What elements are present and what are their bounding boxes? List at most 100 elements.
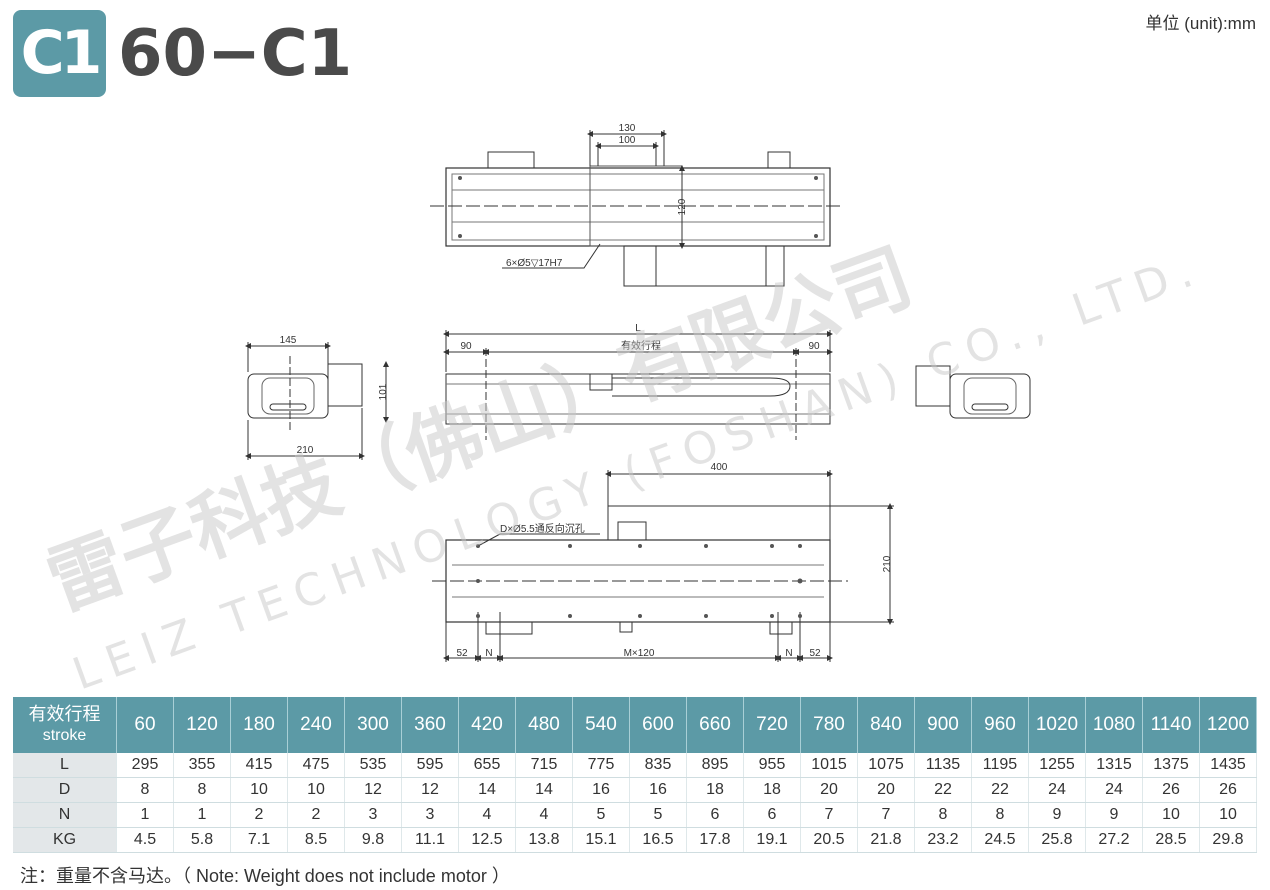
table-cell: 2 — [287, 802, 345, 828]
stroke-value: 1080 — [1085, 697, 1143, 753]
table-cell: 7 — [857, 802, 915, 828]
unit-label: 单位 (unit):mm — [1145, 14, 1257, 33]
table-cell: 6 — [743, 802, 801, 828]
dim-90-left: 90 — [460, 341, 472, 352]
table-cell: 655 — [458, 753, 516, 778]
dim-145: 145 — [280, 335, 297, 346]
dim-52-left: 52 — [456, 648, 468, 659]
table-cell: 24 — [1028, 777, 1086, 803]
table-cell: 415 — [230, 753, 288, 778]
table-cell: 8.5 — [287, 827, 345, 853]
table-cell: 7 — [800, 802, 858, 828]
table-cell: 14 — [458, 777, 516, 803]
dim-52-right: 52 — [809, 648, 821, 659]
hole-note: 6×Ø5▽17H7 — [506, 258, 563, 269]
table-cell: 3 — [344, 802, 402, 828]
stroke-value: 120 — [173, 697, 231, 753]
table-cell: 1015 — [800, 753, 858, 778]
stroke-value: 300 — [344, 697, 402, 753]
row-label: N — [13, 802, 117, 828]
table-cell: 835 — [629, 753, 687, 778]
table-cell: 20 — [800, 777, 858, 803]
table-cell: 7.1 — [230, 827, 288, 853]
table-cell: 10 — [287, 777, 345, 803]
table-cell: 19.1 — [743, 827, 801, 853]
stroke-value: 780 — [800, 697, 858, 753]
stroke-value: 660 — [686, 697, 744, 753]
stroke-value: 840 — [857, 697, 915, 753]
table-cell: 27.2 — [1085, 827, 1143, 853]
table-cell: 8 — [116, 777, 174, 803]
row-label: L — [13, 753, 117, 778]
table-cell: 25.8 — [1028, 827, 1086, 853]
table-cell: 5 — [629, 802, 687, 828]
table-cell: 23.2 — [914, 827, 972, 853]
table-cell: 24.5 — [971, 827, 1029, 853]
table-cell: 21.8 — [857, 827, 915, 853]
table-cell: 12 — [401, 777, 459, 803]
table-cell: 12 — [344, 777, 402, 803]
dim-120: 120 — [677, 198, 688, 215]
table-cell: 9 — [1085, 802, 1143, 828]
bottom-hole-note: D×Ø5.5通反向沉孔 — [500, 522, 585, 535]
table-cell: 15.1 — [572, 827, 630, 853]
table-cell: 1255 — [1028, 753, 1086, 778]
table-cell: 775 — [572, 753, 630, 778]
stroke-value: 60 — [116, 697, 174, 753]
table-cell: 715 — [515, 753, 573, 778]
table-cell: 8 — [971, 802, 1029, 828]
dim-N-right: N — [785, 648, 792, 659]
table-cell: 895 — [686, 753, 744, 778]
stroke-value: 960 — [971, 697, 1029, 753]
dim-100: 100 — [619, 135, 636, 146]
table-cell: 9.8 — [344, 827, 402, 853]
dim-210-side: 210 — [297, 445, 314, 456]
stroke-header-cn: 有效行程 — [28, 704, 101, 724]
stroke-value: 180 — [230, 697, 288, 753]
stroke-value: 240 — [287, 697, 345, 753]
table-cell: 22 — [914, 777, 972, 803]
table-cell: 1135 — [914, 753, 972, 778]
table-cell: 355 — [173, 753, 231, 778]
stroke-value: 360 — [401, 697, 459, 753]
table-cell: 29.8 — [1199, 827, 1257, 853]
table-cell: 2 — [230, 802, 288, 828]
table-cell: 475 — [287, 753, 345, 778]
table-cell: 13.8 — [515, 827, 573, 853]
dim-stroke: 有效行程 — [621, 339, 661, 352]
table-cell: 10 — [1142, 802, 1200, 828]
table-cell: 535 — [344, 753, 402, 778]
bottom-view — [432, 470, 894, 662]
table-cell: 14 — [515, 777, 573, 803]
table-cell: 18 — [743, 777, 801, 803]
technical-drawing: 130 100 120 6×Ø5▽17H7 145 101 210 L 90 有… — [245, 123, 1031, 662]
top-view — [430, 130, 842, 287]
stroke-value: 540 — [572, 697, 630, 753]
dim-90-right: 90 — [808, 341, 820, 352]
stroke-header: 有效行程 stroke — [13, 697, 117, 753]
table-cell: 1 — [116, 802, 174, 828]
model-badge: C1 — [13, 10, 106, 97]
side-view-left — [245, 342, 389, 460]
table-cell: 9 — [1028, 802, 1086, 828]
model-title: 60−C1 — [118, 17, 353, 91]
dim-130: 130 — [619, 123, 636, 134]
table-cell: 5 — [572, 802, 630, 828]
table-cell: 18 — [686, 777, 744, 803]
table-cell: 1375 — [1142, 753, 1200, 778]
stroke-value: 1020 — [1028, 697, 1086, 753]
stroke-value: 900 — [914, 697, 972, 753]
table-cell: 6 — [686, 802, 744, 828]
table-cell: 22 — [971, 777, 1029, 803]
side-view-right — [915, 365, 1031, 419]
table-cell: 20.5 — [800, 827, 858, 853]
dim-400: 400 — [711, 462, 728, 473]
table-cell: 10 — [230, 777, 288, 803]
table-cell: 4.5 — [116, 827, 174, 853]
stroke-value: 720 — [743, 697, 801, 753]
table-cell: 1315 — [1085, 753, 1143, 778]
